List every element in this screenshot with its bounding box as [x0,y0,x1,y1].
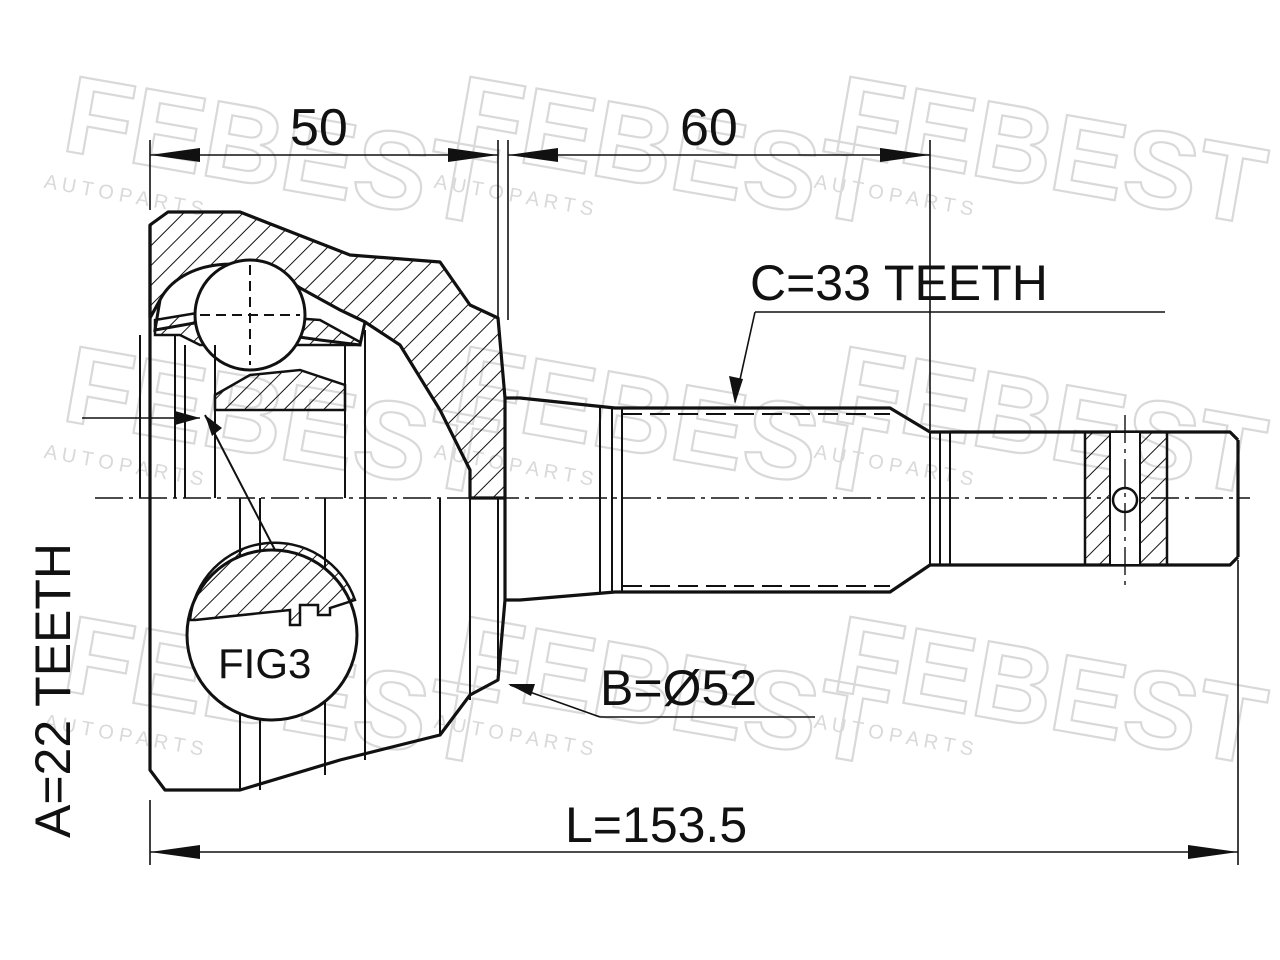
length-l-label: L=153.5 [565,797,747,853]
watermark-brand: FEBEST [826,593,1275,789]
dim-50: 50 [149,99,499,320]
fig3-hatch [188,541,357,627]
dim-50-label: 50 [290,99,348,157]
watermark-brand: FEBEST [446,323,895,519]
watermark-brand: FEBEST [56,53,505,249]
dim-60-label: 60 [680,99,738,157]
diameter-b-label: B=Ø52 [600,660,757,716]
shaft-upper [505,396,1240,442]
fig3-leader [204,414,276,551]
teeth-a-label: A=22 TEETH [25,543,81,838]
dim-60: 60 [507,99,931,430]
teeth-c-label: C=33 TEETH [750,255,1048,311]
shaft [505,396,1240,602]
housing-outline-lower [148,498,507,792]
fig3-detail: FIG3 [185,414,359,722]
dim-l: L=153.5 [149,560,1239,865]
watermark-brand: FEBEST [446,53,895,249]
callout-b: B=Ø52 [508,660,815,718]
watermark-brand: FEBEST [826,323,1275,519]
fig3-arrowhead [205,415,222,436]
fig3-label: FIG3 [218,640,311,687]
callout-a: A=22 TEETH [25,411,200,838]
callout-c: C=33 TEETH [729,255,1165,404]
shaft-lower [505,555,1240,602]
